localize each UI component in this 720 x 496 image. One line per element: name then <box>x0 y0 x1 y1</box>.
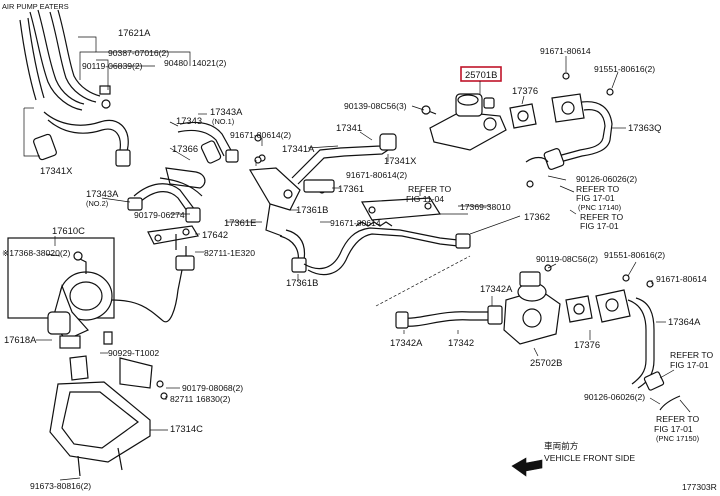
hose-17341X <box>33 111 131 167</box>
label-17363Q: 17363Q <box>628 122 661 133</box>
label-90126b: 90126-06026(2) <box>584 392 645 402</box>
label-refer3b: FIG 17-01 <box>580 221 619 231</box>
label-17341A: 17341A <box>282 143 315 154</box>
label-refer2a: REFER TO <box>576 184 619 194</box>
label-refer4a: REFER TO <box>670 350 713 360</box>
air-pump-17610C <box>7 237 195 349</box>
hose-17343 <box>177 121 266 164</box>
label-17361B: 17361B <box>296 204 328 215</box>
label-front-en: VEHICLE FRONT SIDE <box>544 453 635 463</box>
vehicle-front-arrow <box>511 457 543 477</box>
label-91551a: 91551-80616(2) <box>594 64 655 74</box>
label-refer5c: (PNC 17150) <box>656 434 699 443</box>
flange-right-lower <box>595 274 654 323</box>
label-90387: 90387-07016(2) <box>108 48 169 58</box>
label-17341X2: 17341X <box>384 155 417 166</box>
label-90119b: 90119-08C56(2) <box>536 254 598 264</box>
label-91673: 91673-80816(2) <box>30 481 91 491</box>
label-17364A: 17364A <box>668 316 701 327</box>
figure-code: 177303R <box>682 482 717 492</box>
label-91671d: 91671-80614 <box>540 46 591 56</box>
label-refer1b: FIG 11-04 <box>406 194 444 204</box>
label-17341X: 17341X <box>40 165 73 176</box>
label-17368: ※17368-38020(2) <box>2 248 70 258</box>
bracket-17362 <box>361 197 442 221</box>
label-refer3a: REFER TO <box>580 212 623 222</box>
label-17342A2: 17342A <box>390 337 423 348</box>
pipe-17341 <box>291 133 397 185</box>
bracket-17314C <box>49 355 168 477</box>
label-17314C: 17314C <box>170 423 203 434</box>
label-17343A-no2a: 17343A <box>86 188 119 199</box>
hose-17361B <box>279 229 307 273</box>
label-16830: 16830(2) <box>196 394 231 404</box>
label-17369: 17369-38010 <box>460 202 511 212</box>
label-91671b: 91671-80614(2) <box>346 170 407 180</box>
label-90929: 90929-T1002 <box>108 348 159 358</box>
label-refer5a: REFER TO <box>656 414 699 424</box>
label-91671a: 91671-80614(2) <box>230 130 291 140</box>
label-17342: 17342 <box>448 337 474 348</box>
label-17342A: 17342A <box>480 283 513 294</box>
label-90139: 90139-08C56(3) <box>344 101 407 111</box>
label-91671e: 91671-80614 <box>656 274 707 284</box>
label-17361: 17361 <box>338 183 364 194</box>
label-17343A-no2b: (NO.2) <box>86 199 108 208</box>
label-17610C: 17610C <box>52 225 85 236</box>
hose-17366 <box>159 167 206 197</box>
label-25701B: 25701B <box>465 69 497 80</box>
label-82711a: 82711-1E320 <box>204 248 255 258</box>
label-17343A-top: 17343A <box>210 106 243 117</box>
pipe-17363Q <box>525 101 613 188</box>
bracket-17642 <box>147 225 199 250</box>
label-90179a: 90179-06274 <box>134 210 185 220</box>
fitting-17361-assembly <box>248 156 335 237</box>
label-refer4b: FIG 17-01 <box>670 360 709 370</box>
gasket-17376a <box>509 103 537 129</box>
label-17343: 17343 <box>176 115 202 126</box>
hose-17343A-no2 <box>127 183 201 223</box>
label-90179b: 90179-08068(2) <box>182 383 243 393</box>
label-91671c: 91671-80614 <box>330 218 381 228</box>
label-refer5b: FIG 17-01 <box>654 424 693 434</box>
air-switching-valve-25702B <box>503 264 561 345</box>
label-refer1a: REFER TO <box>408 184 451 194</box>
label-front-cn: 車両前方 <box>544 440 579 451</box>
gasket-17376b <box>565 295 593 323</box>
label-90119a: 90119-06839(2) <box>82 61 143 71</box>
hose-17621A <box>19 9 101 111</box>
label-17621A: 17621A <box>118 27 151 38</box>
label-17366: 17366 <box>172 143 198 154</box>
pipe-17364A <box>627 297 681 411</box>
label-14021: 14021(2) <box>192 58 227 68</box>
label-17341: 17341 <box>336 122 362 133</box>
label-17361E: 17361E <box>224 217 256 228</box>
highlight-box-25701B <box>460 66 502 82</box>
label-17361B2: 17361B <box>286 277 318 288</box>
header-title: AIR PUMP EATERS <box>2 2 69 11</box>
label-17642: 17642 <box>202 229 228 240</box>
air-switching-valve-25701B <box>421 93 507 151</box>
label-91551b: 91551-80616(2) <box>604 250 665 260</box>
flange-union <box>551 72 614 123</box>
label-17376a: 17376 <box>512 85 538 96</box>
pipe-17369 <box>303 221 471 276</box>
label-17618A: 17618A <box>4 334 37 345</box>
label-refer2c: (PNC 17140) <box>578 203 621 212</box>
label-90480: 90480 <box>164 58 188 68</box>
label-25702B: 25702B <box>530 357 562 368</box>
label-90126a: 90126-06026(2) <box>576 174 637 184</box>
label-17362: 17362 <box>524 211 550 222</box>
label-refer2b: FIG 17-01 <box>576 193 615 203</box>
label-82711b: 82711 <box>170 394 193 404</box>
label-17376b: 17376 <box>574 339 600 350</box>
label-17343A-no1: (NO.1) <box>212 117 234 126</box>
hose-17342 <box>395 305 503 329</box>
clamp-parts-top <box>99 85 111 109</box>
